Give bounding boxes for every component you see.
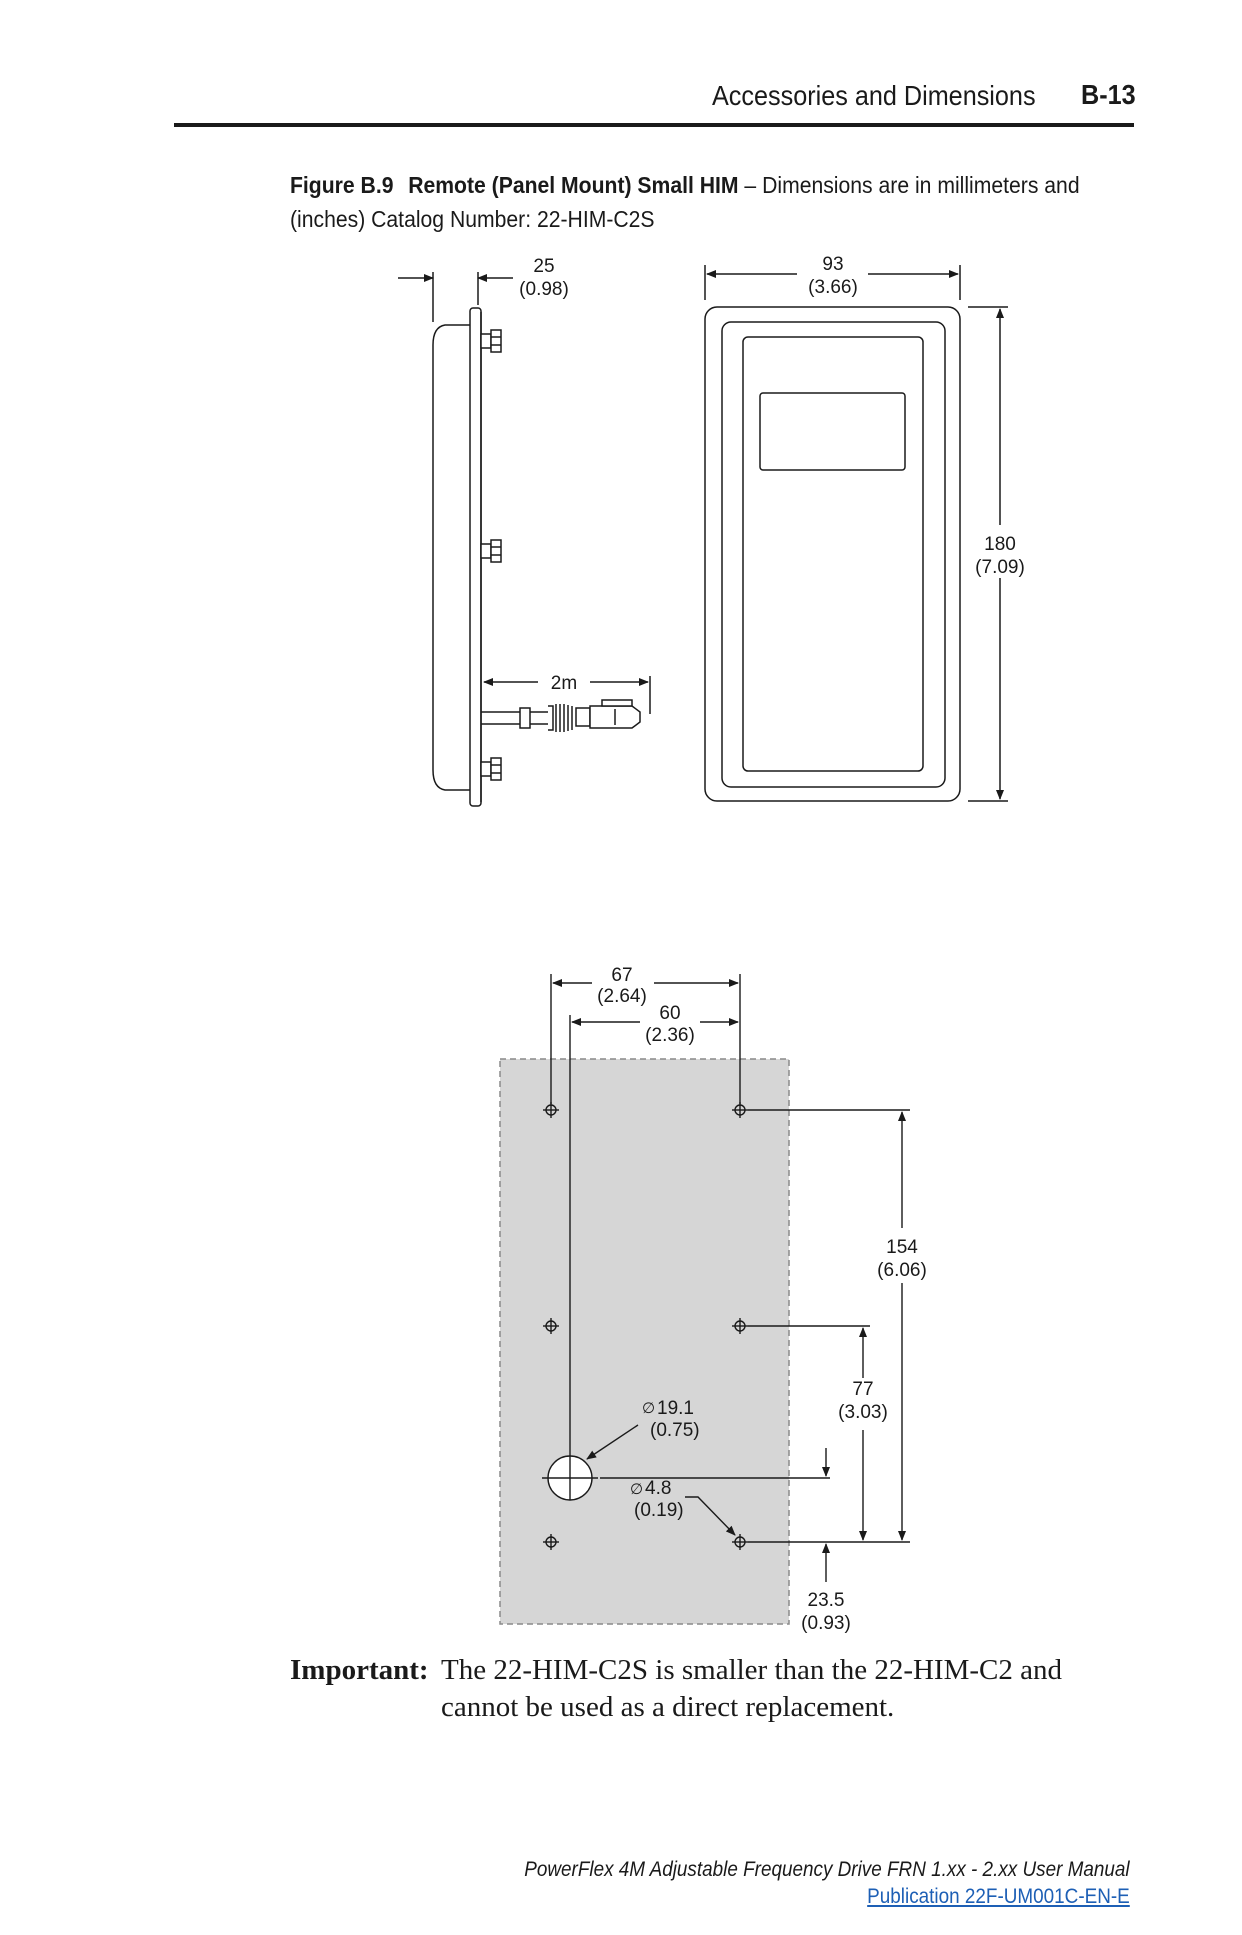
hole-span-inner-in: (2.36) <box>645 1025 695 1046</box>
vertical-mid-in: (3.03) <box>838 1402 888 1423</box>
height-dim-mm: 180 <box>984 534 1016 555</box>
cable <box>481 699 641 732</box>
important-label: Important: <box>290 1654 429 1686</box>
side-view-body <box>432 324 479 791</box>
figure-caption-text: – Dimensions are in millimeters and (inc… <box>290 172 1080 232</box>
mount-hole-top-left <box>543 1102 559 1118</box>
hole-span-outer-in: (2.64) <box>597 986 647 1007</box>
hole-span-outer-mm: 67 <box>611 965 632 986</box>
height-dim-in: (7.09) <box>975 557 1025 578</box>
mount-hole-top-right <box>732 1102 748 1118</box>
width-dim-in: (3.66) <box>808 277 858 298</box>
small-hole-in: (0.19) <box>634 1500 684 1521</box>
front-view-inner <box>721 321 946 788</box>
mount-hole-mid-right <box>732 1318 748 1334</box>
width-dim-mm: 93 <box>822 254 843 275</box>
mount-hole-bottom-left <box>543 1534 559 1550</box>
cutout-area <box>499 1058 790 1625</box>
small-hole-diameter-symbol: ∅ <box>630 1481 643 1498</box>
bottom-offset-mm: 23.5 <box>808 1590 845 1611</box>
front-view-frame <box>742 336 924 772</box>
display-window <box>759 392 906 471</box>
stud-middle <box>480 539 502 563</box>
large-hole-in: (0.75) <box>650 1420 700 1441</box>
bottom-offset-in: (0.93) <box>801 1613 851 1634</box>
depth-dim-mm: 25 <box>533 256 554 277</box>
depth-dim-in: (0.98) <box>519 279 569 300</box>
footer-manual-title: PowerFlex 4M Adjustable Frequency Drive … <box>524 1858 1130 1881</box>
stud-top <box>480 329 502 353</box>
side-view <box>398 272 651 807</box>
vertical-total-mm: 154 <box>886 1237 918 1258</box>
vertical-mid-mm: 77 <box>852 1379 873 1400</box>
side-view-bezel <box>469 307 482 807</box>
figure-caption: Figure B.9 Remote (Panel Mount) Small HIM… <box>290 168 1081 236</box>
panel-cutout <box>499 974 910 1625</box>
small-hole-mm: 4.8 <box>645 1478 671 1499</box>
figure-title: Remote (Panel Mount) Small HIM <box>408 172 739 198</box>
cable-length-label: 2m <box>551 673 577 694</box>
important-text: The 22-HIM-C2S is smaller than the 22-HI… <box>441 1654 1062 1723</box>
mount-hole-mid-left <box>543 1318 559 1334</box>
figure-label: Figure B.9 <box>290 172 394 198</box>
header-section-title: Accessories and Dimensions <box>712 80 1036 111</box>
vertical-total-in: (6.06) <box>877 1260 927 1281</box>
header-rule <box>174 123 1134 127</box>
mount-hole-bottom-right <box>732 1534 748 1550</box>
front-view <box>704 265 1008 802</box>
large-hole-diameter-symbol: ∅ <box>642 1400 655 1417</box>
large-hole-mm: 19.1 <box>657 1398 694 1419</box>
stud-bottom <box>480 757 502 781</box>
header-page-number: B-13 <box>1081 79 1136 110</box>
footer-publication-link[interactable]: Publication 22F-UM001C-EN-E <box>867 1885 1130 1908</box>
front-view-outer <box>704 306 961 802</box>
hole-span-inner-mm: 60 <box>659 1003 680 1024</box>
